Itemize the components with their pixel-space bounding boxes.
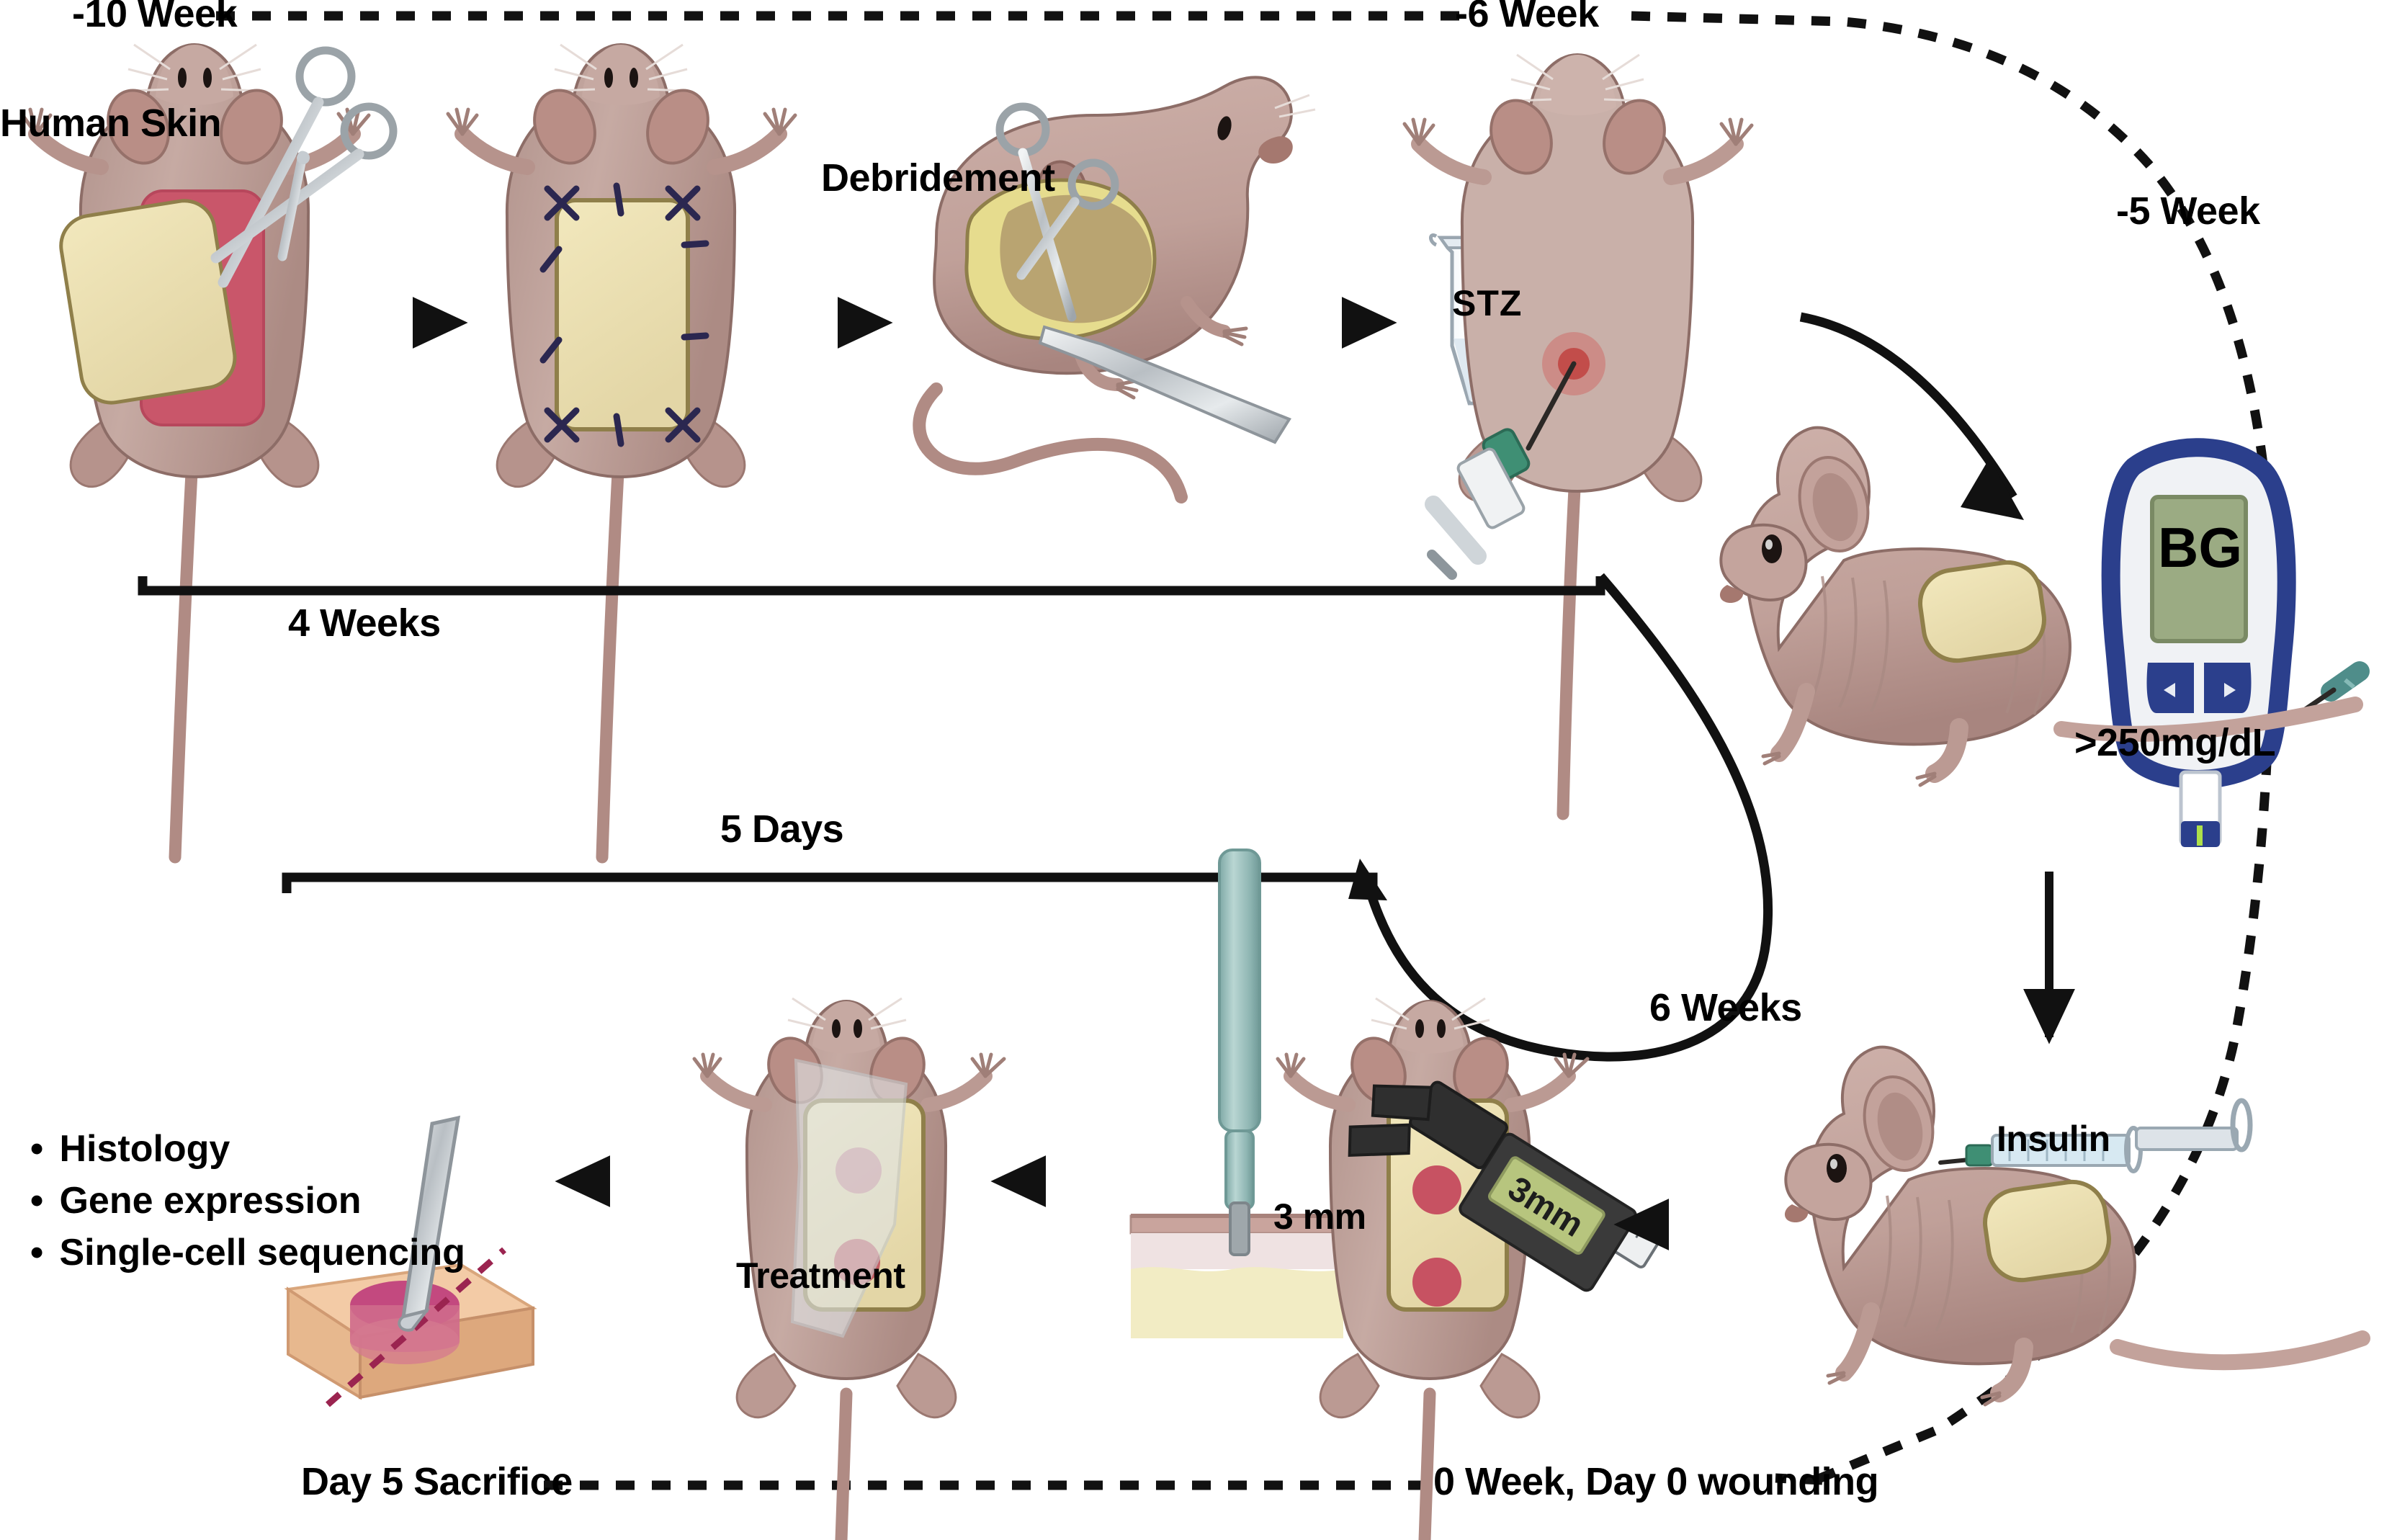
mouse-3-debridement	[913, 76, 1316, 503]
bracket-4-weeks	[138, 576, 1605, 596]
scalpel-icon-sample	[398, 1115, 461, 1332]
bg-display-label: BG	[2158, 516, 2242, 579]
timeline-label-day-5-sacrifice: Day 5 Sacrifice	[301, 1460, 573, 1503]
mouse-8-wounding: 3mm	[1276, 997, 1664, 1540]
curved-arrow-to-glucometer	[1799, 312, 2024, 520]
syringe-icon-stz	[1425, 361, 1577, 580]
scissors-icon	[210, 46, 398, 288]
timeline-label-week-minus-6: -6 Week	[1455, 0, 1599, 35]
treatment-label: Treatment	[736, 1255, 905, 1296]
insulin-label: Insulin	[1997, 1119, 2110, 1159]
list-item-label: Histology	[59, 1128, 230, 1170]
top-dashed-timeline	[216, 11, 2272, 505]
bracket-5-days	[282, 872, 1378, 893]
mouse-7-treatment	[692, 997, 1006, 1540]
mouse-1-graft-harvest	[19, 42, 398, 864]
list-item-single-cell-sequencing: • Single-cell sequencing	[30, 1227, 465, 1279]
bracket-label-4-weeks: 4 Weeks	[288, 601, 441, 645]
timeline-label-week-0: 0 Week, Day 0 wounding	[1433, 1460, 1879, 1503]
bottom-dashed-timeline	[544, 1473, 1823, 1490]
bullet-dot-icon: •	[30, 1128, 44, 1170]
forceps-icon	[995, 102, 1119, 322]
endpoint-assays-list: • Histology • Gene expression • Single-c…	[30, 1124, 465, 1279]
list-item-gene-expression: • Gene expression	[30, 1176, 465, 1227]
list-item-label: Single-cell sequencing	[59, 1231, 465, 1273]
list-item-histology: • Histology	[30, 1124, 465, 1176]
suture-marks	[539, 182, 709, 447]
syringe-icon-insulin	[1938, 1098, 2253, 1173]
debridement-label: Debridement	[821, 156, 1055, 200]
timeline-label-week-minus-10: -10 Week	[72, 0, 238, 35]
mouse-5-bg-test	[1719, 426, 2363, 787]
bullet-dot-icon: •	[30, 1231, 44, 1273]
timeline-label-week-minus-5: -5 Week	[2116, 189, 2260, 233]
mouse-6-insulin	[1784, 1045, 2370, 1407]
human-skin-label: Human Skin	[0, 102, 222, 145]
glucometer-icon	[2101, 438, 2296, 847]
list-item-label: Gene expression	[59, 1179, 362, 1222]
scalpel-icon	[1038, 325, 1291, 444]
bullet-dot-icon: •	[30, 1179, 44, 1222]
bracket-label-5-days: 5 Days	[720, 807, 844, 851]
tissue-block-sample	[284, 1115, 537, 1407]
glucose-threshold-label: >250mg/dL	[2074, 721, 2276, 764]
stz-label: STZ	[1452, 283, 1523, 323]
curve-label-6-weeks: 6 Weeks	[1649, 986, 1802, 1029]
mouse-4-stz-injection	[1402, 53, 1754, 820]
punch-size-label: 3 mm	[1273, 1196, 1366, 1237]
biopsy-punch-icon	[1218, 849, 1261, 1256]
mouse-2-sutured-graft	[446, 42, 797, 864]
caliper-icon: 3mm	[1348, 1080, 1664, 1292]
